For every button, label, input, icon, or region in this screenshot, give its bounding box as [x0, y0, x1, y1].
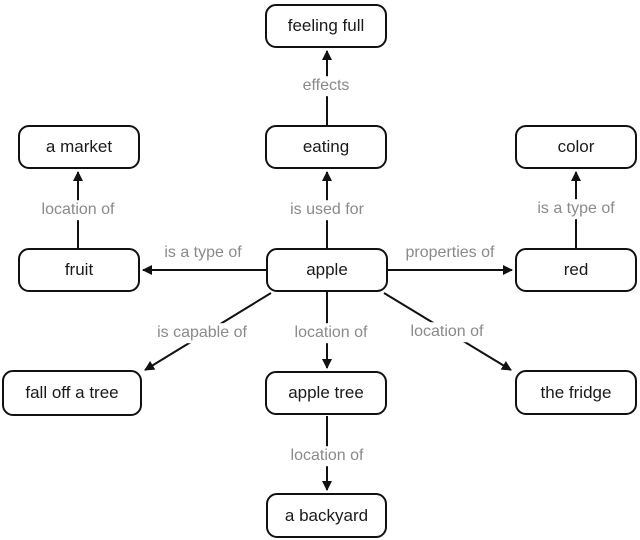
- node-fall-off-a-tree: fall off a tree: [2, 370, 142, 416]
- edge-label-location-of-apple-tree: location of: [290, 323, 372, 343]
- node-color: color: [515, 125, 637, 169]
- node-a-backyard: a backyard: [266, 493, 387, 538]
- node-feeling-full: feeling full: [265, 4, 387, 48]
- node-apple: apple: [266, 248, 388, 292]
- edge-label-location-of-market: location of: [37, 200, 119, 220]
- edge-label-is-used-for: is used for: [286, 200, 368, 220]
- edge-label-effects: effects: [298, 76, 354, 96]
- edge-label-is-a-type-of-color: is a type of: [533, 199, 619, 219]
- edge-label-location-of-fridge: location of: [406, 322, 488, 342]
- node-eating: eating: [265, 125, 387, 169]
- edge-label-location-of-backyard: location of: [286, 446, 368, 466]
- node-fruit: fruit: [18, 248, 140, 292]
- node-red: red: [515, 248, 637, 292]
- node-a-market: a market: [18, 125, 140, 169]
- edge-label-properties-of: properties of: [401, 243, 499, 263]
- edge-label-is-capable-of: is capable of: [153, 323, 251, 343]
- node-apple-tree: apple tree: [265, 371, 387, 415]
- node-the-fridge: the fridge: [515, 370, 637, 415]
- edge-label-is-a-type-of-fruit: is a type of: [160, 243, 246, 263]
